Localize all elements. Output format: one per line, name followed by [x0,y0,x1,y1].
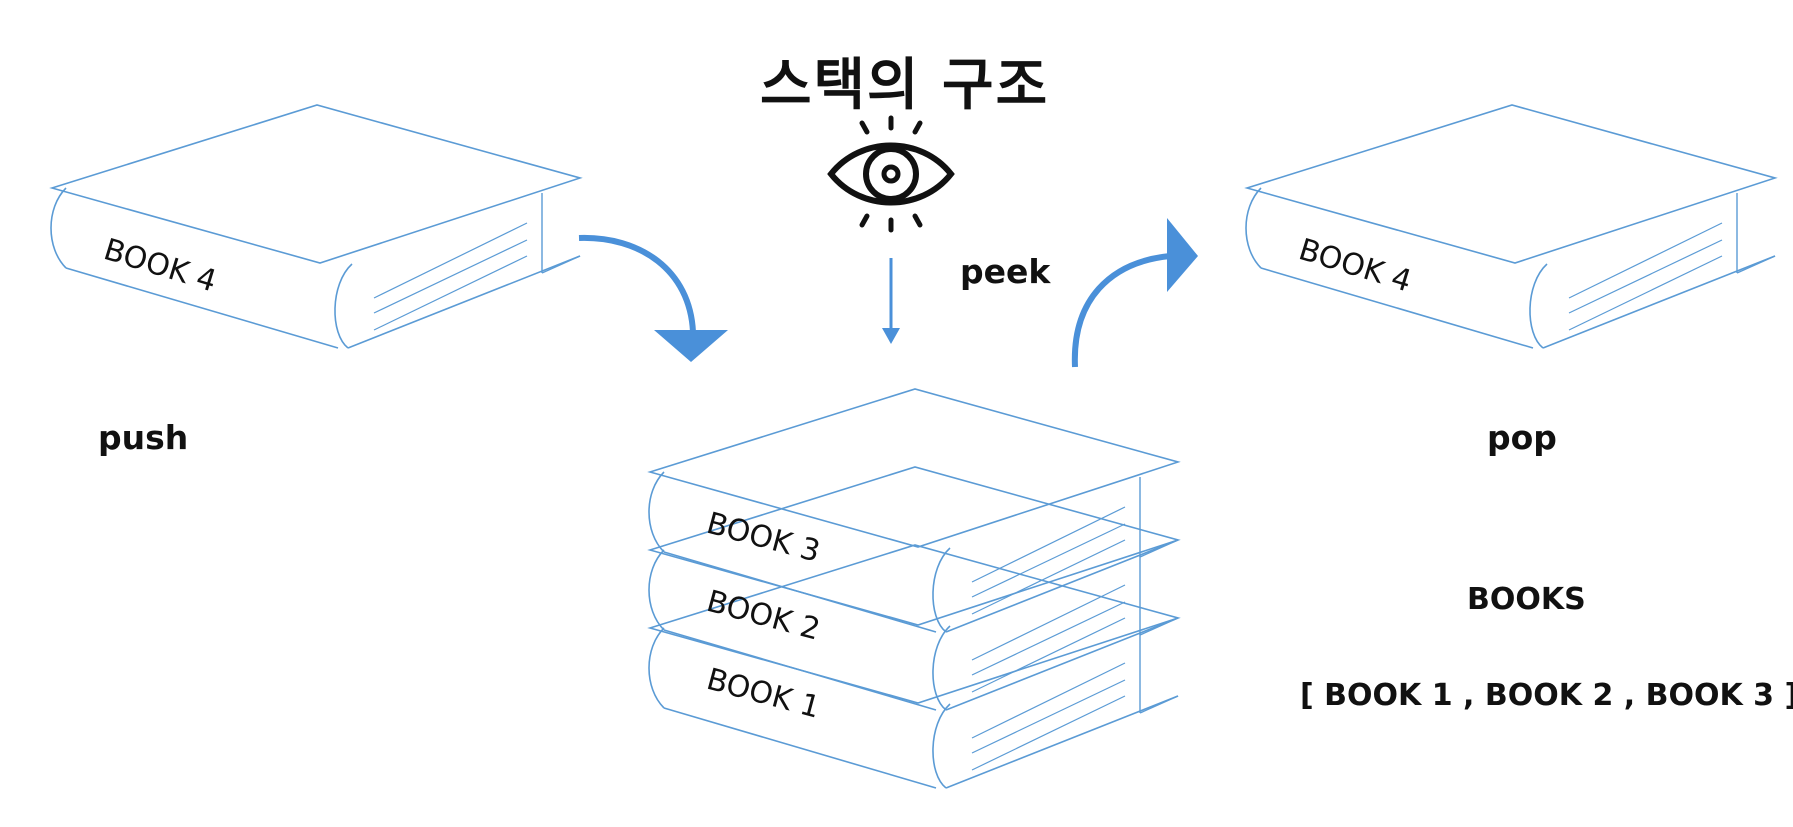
eye-icon [827,115,955,233]
page-title: 스택의 구조 [760,53,1050,118]
book-push-label: BOOK 4 [100,232,221,299]
book-pop-label: BOOK 4 [1295,232,1416,299]
push-arrow-icon [578,234,728,362]
book-push: BOOK 4 [50,104,581,349]
books-caption-title: BOOKS [1467,582,1586,617]
book-stack-1: BOOK 1 [648,544,1179,789]
peek-arrow-icon [882,258,900,344]
push-label: push [98,418,189,457]
book-pop: BOOK 4 [1245,104,1776,349]
pop-arrow-icon [1071,218,1198,368]
peek-label: peek [960,252,1051,291]
pop-label: pop [1487,418,1557,457]
books-caption-list: [ BOOK 1 , BOOK 2 , BOOK 3 ] [1300,678,1793,713]
